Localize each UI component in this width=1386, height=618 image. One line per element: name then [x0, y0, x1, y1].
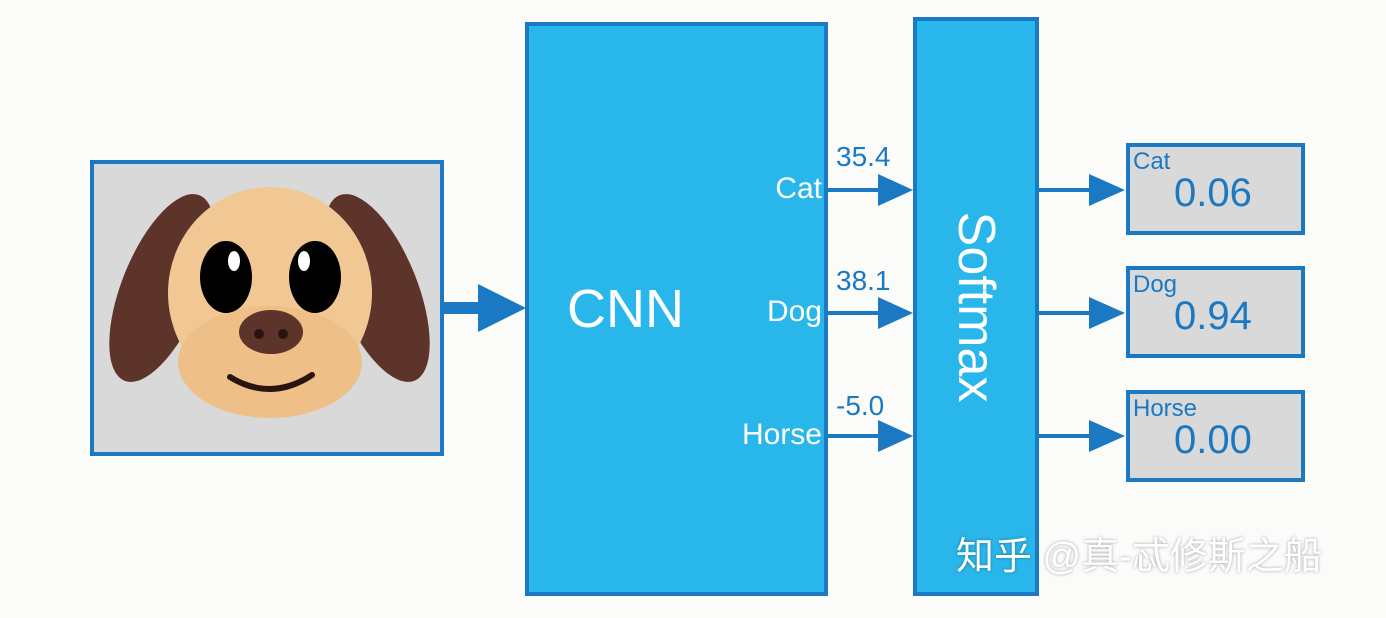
- input-image-frame: [90, 160, 444, 456]
- dog-left-eye-shine: [228, 251, 240, 271]
- arrow-horse-output: [1039, 420, 1125, 452]
- cnn-label: CNN: [567, 279, 684, 339]
- output-label-cat: Cat: [1133, 148, 1171, 175]
- dog-right-nostril: [278, 329, 288, 339]
- output-probability-horse: 0.00: [1174, 418, 1252, 462]
- output-label-horse: Horse: [1133, 395, 1198, 422]
- dog-nose: [239, 310, 303, 354]
- logit-score-cat: 35.4: [836, 141, 891, 172]
- output-probability-cat: 0.06: [1174, 171, 1252, 215]
- watermark: 知乎 @真-忒修斯之船: [956, 536, 1322, 578]
- arrow-horse-logit: [828, 420, 913, 452]
- dog-left-nostril: [254, 329, 264, 339]
- cnn-class-label-horse: Horse: [741, 418, 822, 451]
- dog-mouth: [227, 372, 315, 392]
- arrow-input-to-cnn: [444, 284, 526, 332]
- cnn-block: [525, 22, 828, 596]
- logit-score-dog: 38.1: [836, 265, 891, 296]
- softmax-block: [913, 17, 1039, 596]
- dog-right-eye-shine: [298, 251, 310, 271]
- cnn-class-label-dog: Dog: [766, 295, 822, 328]
- arrow-cat-output: [1039, 174, 1125, 206]
- arrow-dog-output: [1039, 297, 1125, 329]
- output-box-cat: Cat 0.06: [1126, 143, 1305, 235]
- dog-muzzle: [178, 306, 362, 418]
- output-probability-dog: 0.94: [1174, 294, 1252, 338]
- cnn-class-label-cat: Cat: [775, 172, 822, 205]
- dog-face-icon: [109, 187, 430, 418]
- output-label-dog: Dog: [1133, 271, 1178, 298]
- logit-score-horse: -5.0: [836, 390, 885, 421]
- arrow-dog-logit: [828, 297, 913, 329]
- arrow-cat-logit: [828, 174, 913, 206]
- output-box-dog: Dog 0.94: [1126, 266, 1305, 358]
- output-box-horse: Horse 0.00: [1126, 390, 1305, 482]
